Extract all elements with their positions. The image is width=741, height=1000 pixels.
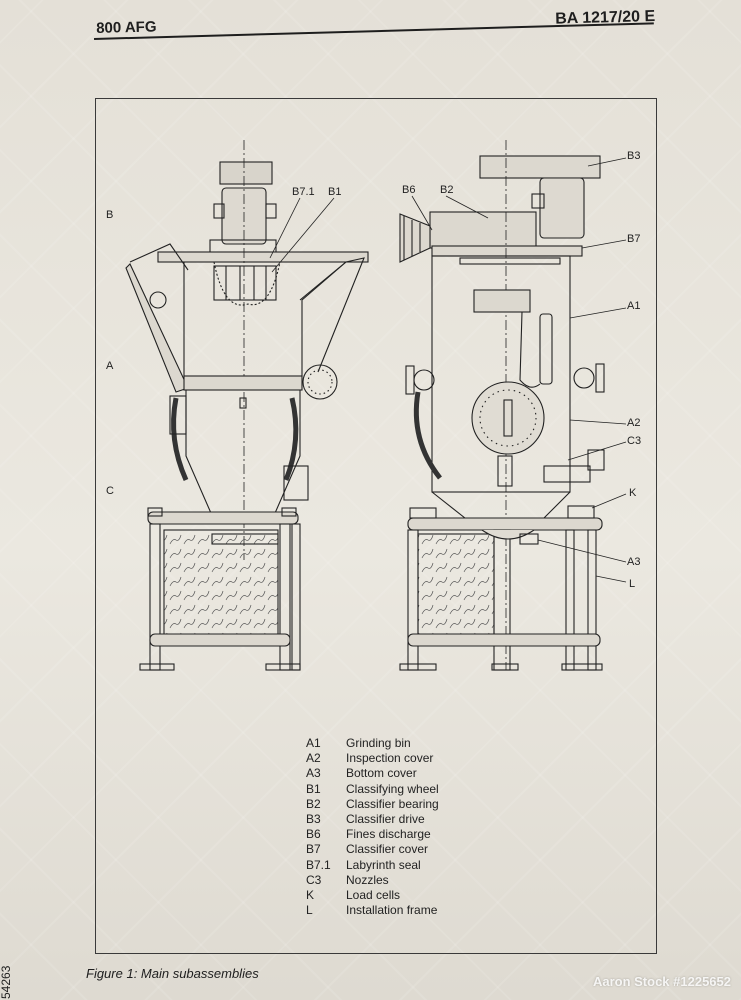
- legend-row: B1 Classifying wheel: [306, 782, 506, 797]
- legend-text: Inspection cover: [346, 751, 434, 766]
- legend-row: B6 Fines discharge: [306, 827, 506, 842]
- legend-row: B7 Classifier cover: [306, 842, 506, 857]
- legend-text: Classifier bearing: [346, 796, 439, 811]
- legend: A1 Grinding bin A2 Inspection cover A3 Bott…: [306, 736, 506, 918]
- callout-a1: A1: [627, 300, 641, 312]
- callout-b7-1: B7.1: [292, 186, 315, 198]
- legend-code: B6: [306, 827, 321, 842]
- legend-row: A2 Inspection cover: [306, 751, 506, 766]
- legend-row: B3 Classifier drive: [306, 812, 506, 827]
- callout-b3: B3: [627, 150, 641, 162]
- left-classifier-cover: [157, 251, 369, 263]
- legend-text: Load cells: [346, 887, 401, 902]
- callout-b2: B2: [440, 184, 454, 196]
- legend-code: C3: [306, 872, 322, 887]
- legend-row: A1 Grinding bin: [306, 736, 506, 751]
- right-frame-top: [407, 517, 603, 531]
- left-frame-top: [147, 511, 299, 525]
- right-classifier-cover: [431, 245, 583, 257]
- leader-lines: [269, 157, 627, 583]
- left-hatched-panel: [163, 529, 279, 639]
- callout-b1: B1: [328, 186, 342, 198]
- legend-code: B1: [306, 781, 321, 796]
- legend-code: L: [306, 903, 313, 918]
- right-load-cell: [409, 507, 437, 519]
- legend-code: B7: [306, 842, 321, 857]
- watermark: Aaron Stock #1225652: [592, 974, 731, 989]
- right-nozzle: [543, 465, 591, 483]
- legend-text: Labyrinth seal: [346, 857, 421, 872]
- side-page-number: 54263: [0, 965, 13, 999]
- legend-row: K Load cells: [306, 888, 506, 903]
- legend-text: Classifying wheel: [346, 781, 439, 796]
- legend-code: A3: [306, 766, 321, 781]
- left-inspection-port: [302, 364, 338, 400]
- legend-code: B2: [306, 796, 321, 811]
- legend-code: A1: [306, 736, 321, 750]
- legend-text: Classifier drive: [346, 811, 425, 826]
- legend-text: Nozzles: [346, 872, 389, 887]
- legend-text: Installation frame: [346, 903, 438, 918]
- zone-label-c: C: [106, 485, 114, 497]
- legend-row: B7.1 Labyrinth seal: [306, 858, 506, 873]
- callout-a3: A3: [627, 556, 641, 568]
- legend-code: K: [306, 887, 315, 902]
- right-bottom-cover: [481, 529, 535, 540]
- left-load-cell: [147, 507, 163, 517]
- left-classifying-wheel: [213, 265, 277, 301]
- zone-label-b: B: [106, 209, 114, 221]
- left-view: [125, 140, 369, 671]
- legend-code: B3: [306, 811, 321, 826]
- legend-text: Grinding bin: [346, 736, 411, 750]
- right-inspection-cover: [471, 381, 545, 455]
- figure-frame: [95, 98, 657, 954]
- right-classifier-bearing: [429, 211, 537, 249]
- right-hatched-panel: [417, 533, 495, 637]
- callout-c3: C3: [627, 435, 642, 447]
- legend-text: Fines discharge: [346, 827, 431, 842]
- legend-row: C3 Nozzles: [306, 873, 506, 888]
- right-view: [399, 140, 605, 671]
- callout-k: K: [629, 487, 637, 499]
- legend-row: A3 Bottom cover: [306, 766, 506, 781]
- zone-label-a: A: [106, 360, 114, 372]
- legend-text: Bottom cover: [346, 766, 417, 781]
- callout-l: L: [629, 578, 636, 590]
- legend-code: B7.1: [306, 857, 331, 872]
- legend-row: B2 Classifier bearing: [306, 797, 506, 812]
- legend-code: A2: [306, 751, 321, 766]
- right-classifier-drive: [479, 155, 601, 179]
- right-fines-discharge: [399, 213, 431, 263]
- legend-text: Classifier cover: [346, 842, 429, 857]
- callout-a2: A2: [627, 417, 641, 429]
- callout-b6: B6: [402, 184, 416, 196]
- figure-caption: Figure 1: Main subassemblies: [86, 966, 259, 981]
- legend-row: L Installation frame: [306, 903, 506, 918]
- callout-b7: B7: [627, 233, 641, 245]
- left-motor-cap: [219, 161, 273, 185]
